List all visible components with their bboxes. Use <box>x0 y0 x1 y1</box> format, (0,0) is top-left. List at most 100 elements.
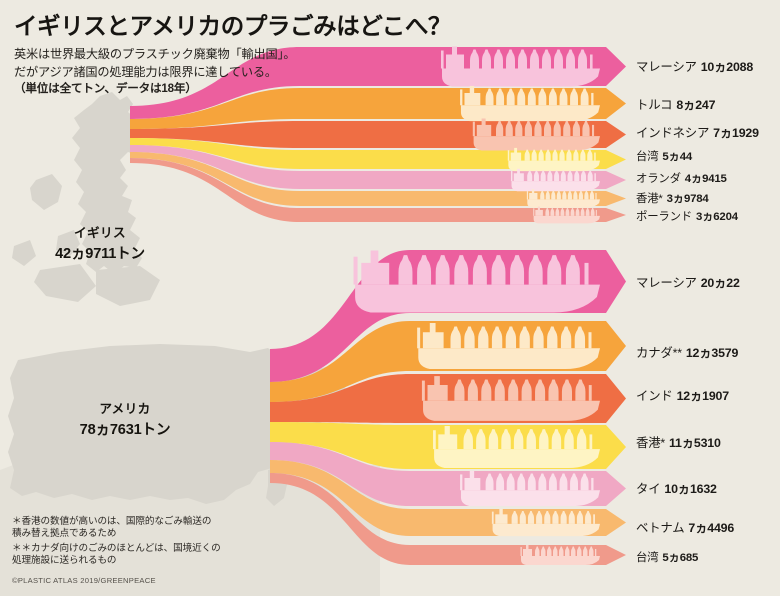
flow-label-amount: 10ヵ1632 <box>664 482 717 496</box>
flow-ribbon-usa-4[interactable] <box>270 442 626 506</box>
ship-mast-aft <box>491 511 494 524</box>
flow-label-amount: 4ヵ9415 <box>684 173 727 185</box>
ship-hull <box>521 556 600 565</box>
ship-cargo-bag <box>575 207 580 216</box>
cargo-ship-icon-usa-3 <box>433 426 600 468</box>
flow-ribbon-uk-4[interactable] <box>130 145 626 189</box>
ship-cargo-bag <box>574 170 580 182</box>
ship-cargo-bag <box>554 170 560 182</box>
ship-cargo-bag <box>550 207 555 216</box>
ship-cargo-bag <box>517 473 526 491</box>
ship-cargo-bag <box>464 326 475 349</box>
ship-cargo-bag <box>583 546 588 556</box>
ship-cargo-bag <box>494 49 503 69</box>
flow-label-country: インド <box>636 389 673 403</box>
ship-bridge <box>361 262 390 285</box>
ship-funnel <box>434 376 440 387</box>
subtitle-units-note: （単位は全てトン、データは18年） <box>14 82 197 95</box>
ship-hull <box>511 181 600 192</box>
ship-bridge <box>523 549 532 556</box>
ship-cargo-bag <box>470 49 479 69</box>
ship-cargo-bag <box>491 255 506 285</box>
ship-hull <box>508 160 600 172</box>
ship-cargo-bag <box>560 170 566 182</box>
ship-cargo-bag <box>506 88 515 106</box>
ship-funnel <box>452 46 457 56</box>
ship-cargo-bag <box>570 88 578 106</box>
ship-cargo-bag <box>538 88 547 106</box>
ship-cargo-bag <box>568 510 575 524</box>
ship-hull <box>460 105 600 122</box>
source-total-value: 42ヵ9711トン <box>55 246 145 262</box>
ship-mast-fore <box>594 152 596 161</box>
ship-cargo-bag <box>501 429 511 450</box>
ship-cargo-bag <box>587 149 593 161</box>
ship-cargo-bag <box>573 190 578 200</box>
cargo-ship-icon-usa-1 <box>417 323 600 369</box>
ship-bridge <box>427 385 448 401</box>
flow-ribbon-uk-5[interactable] <box>130 152 626 206</box>
ship-cargo-bag <box>535 379 546 401</box>
ship-bridge <box>535 209 543 216</box>
ship-cargo-bag <box>533 170 539 182</box>
ship-cargo-bag <box>577 546 582 556</box>
page-title: イギリスとアメリカのプラごみはどこへ？ <box>14 13 452 39</box>
ship-cargo-bag <box>547 326 558 349</box>
ship-cargo-bag <box>567 190 572 200</box>
ship-hull <box>442 68 600 87</box>
ship-cargo-bag <box>544 510 551 524</box>
uk-island-shape-2 <box>12 240 36 266</box>
flow-label-country: 香港* <box>636 193 663 205</box>
ship-cargo-bag <box>398 255 413 285</box>
ship-cargo-bag <box>570 207 575 216</box>
ship-cargo-bag <box>538 149 544 161</box>
ship-mast-fore <box>588 385 592 401</box>
ship-cargo-bag <box>570 473 578 491</box>
ship-mast-fore <box>584 262 589 285</box>
flow-ribbon-uk-3[interactable] <box>130 138 626 169</box>
flow-label-amount: 12ヵ3579 <box>685 346 739 360</box>
flow-ribbon-uk-6[interactable] <box>130 158 626 222</box>
credit-line: ©PLASTIC ATLAS 2019/GREENPEACE <box>12 576 156 585</box>
flow-label-amount: 7ヵ1929 <box>713 126 759 140</box>
ship-mast-aft <box>460 474 463 491</box>
ship-cargo-bag <box>560 207 565 216</box>
cargo-ship-icon-usa-0 <box>353 250 600 313</box>
ship-cargo-bag <box>545 190 550 200</box>
ship-cargo-bag <box>589 546 594 556</box>
ship-mast-aft <box>433 430 436 450</box>
uk-island-shape <box>56 230 80 256</box>
ship-cargo-bag <box>559 473 568 491</box>
ship-cargo-bag <box>576 429 587 450</box>
flow-label-country: マレーシア <box>636 60 697 74</box>
ship-mast-fore <box>595 209 597 216</box>
ship-hull <box>492 523 600 537</box>
ship-funnel <box>514 147 518 154</box>
ship-cargo-bag <box>450 326 461 349</box>
ship-mast-aft <box>507 150 510 161</box>
flow-label-country: 台湾 <box>636 552 659 564</box>
ireland-map-silhouette <box>30 174 62 210</box>
ship-cargo-bag <box>515 120 523 137</box>
ship-cargo-bag <box>454 379 465 401</box>
ship-cargo-bag <box>575 379 586 401</box>
ship-hull <box>423 400 600 421</box>
ship-mast-fore <box>594 173 596 182</box>
ship-mast-aft <box>510 171 513 182</box>
ship-cargo-bag <box>545 149 551 161</box>
flow-label-usa-1: カナダ**12ヵ3579 <box>636 343 738 361</box>
ship-cargo-bag <box>564 429 574 450</box>
ship-mast-aft <box>472 121 475 137</box>
ship-cargo-bag <box>560 326 572 349</box>
ship-cargo-bag <box>561 379 572 401</box>
ship-cargo-bag <box>506 49 515 69</box>
footnote-canada: ＊＊カナダ向けのごみのほとんどは、国境近くの 処理施設に送られるもの <box>12 543 221 567</box>
ship-cargo-bag <box>511 510 518 524</box>
ship-cargo-bag <box>542 49 551 69</box>
uk-south-shape <box>96 266 160 306</box>
ship-cargo-bag <box>478 326 489 349</box>
